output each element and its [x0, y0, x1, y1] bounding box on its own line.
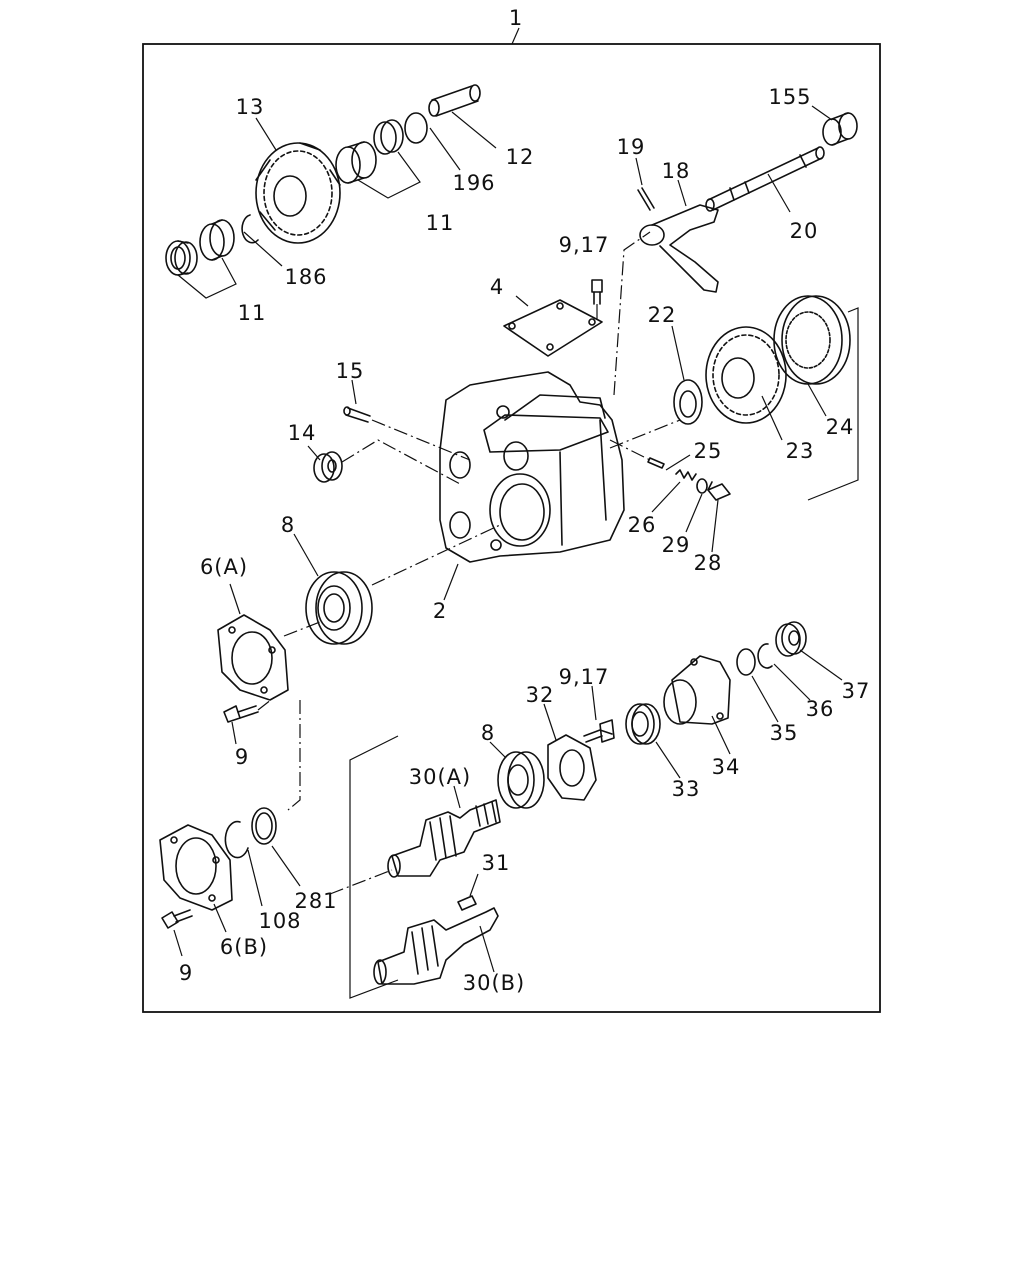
bearing-8-lower	[497, 751, 545, 809]
label-19: 19	[617, 135, 646, 159]
gear-23	[705, 326, 787, 424]
bearing-11-left	[165, 240, 198, 276]
key-31	[457, 895, 477, 911]
label-12: 12	[506, 145, 535, 169]
housing-34	[663, 655, 731, 725]
ring-281	[251, 807, 277, 845]
label-14: 14	[288, 421, 317, 445]
label-4: 4	[490, 275, 504, 299]
shift-fork-18	[639, 204, 719, 293]
flange-6a	[217, 614, 289, 701]
label-8-lower: 8	[481, 721, 495, 745]
label-2: 2	[433, 599, 447, 623]
label-281: 281	[294, 889, 337, 913]
pin-25	[647, 457, 665, 469]
bolt-9-left	[223, 695, 277, 723]
shaft-30b	[373, 907, 499, 985]
washer-22	[673, 379, 703, 425]
ring-196	[404, 112, 428, 144]
axis-6a	[283, 621, 321, 637]
shift-rod-20	[705, 146, 825, 212]
bolt-9-17-lower	[583, 719, 615, 743]
label-13: 13	[236, 95, 265, 119]
bearing-8-upper	[305, 571, 373, 645]
label-108: 108	[258, 909, 301, 933]
label-18: 18	[662, 159, 691, 183]
pin-19	[637, 187, 655, 211]
label-28: 28	[694, 551, 723, 575]
bushing-155	[822, 112, 858, 146]
bracket-lower	[349, 735, 399, 999]
snap-ring-186	[241, 214, 259, 244]
label-34: 34	[712, 755, 741, 779]
washer-29	[696, 478, 708, 494]
label-186: 186	[284, 265, 327, 289]
bolt-28	[707, 481, 731, 501]
housing-2	[439, 371, 625, 563]
snap-ring-108	[224, 820, 249, 859]
shaft-30a	[387, 799, 501, 878]
gear-13	[255, 142, 341, 244]
label-25: 25	[694, 439, 723, 463]
label-9-17-top: 9,17	[559, 233, 610, 257]
cover-plate-4	[503, 299, 603, 357]
label-26: 26	[628, 513, 657, 537]
label-24: 24	[826, 415, 855, 439]
label-15: 15	[336, 359, 365, 383]
label-9-lower: 9	[179, 961, 193, 985]
retainer-32	[547, 734, 597, 801]
axis-gears	[609, 419, 681, 449]
bracket-gear-assembly	[807, 307, 859, 501]
pin-15	[343, 406, 371, 423]
washer-14	[313, 451, 343, 483]
axis-6a-lower	[287, 700, 301, 811]
ring-left	[199, 219, 235, 261]
axis-25	[609, 439, 651, 461]
leader-lines	[173, 105, 843, 973]
label-36: 36	[806, 697, 835, 721]
assembly-frame	[142, 43, 881, 1013]
label-155: 155	[768, 85, 811, 109]
label-1: 1	[509, 6, 523, 30]
axis-fork	[613, 231, 651, 396]
label-22: 22	[648, 303, 677, 327]
label-8-upper: 8	[281, 513, 295, 537]
bracket-11-right	[357, 151, 421, 199]
seal-33	[625, 703, 661, 745]
bolt-9-17-top	[591, 279, 603, 320]
snap-ring-36	[757, 643, 773, 669]
label-23: 23	[786, 439, 815, 463]
label-30a: 30(A)	[409, 765, 471, 789]
label-6a: 6(A)	[200, 555, 248, 579]
label-9-left: 9	[235, 745, 249, 769]
bracket-11-left	[177, 257, 237, 299]
washer-35	[736, 648, 756, 676]
label-33: 33	[672, 777, 701, 801]
label-30b: 30(B)	[463, 971, 526, 995]
label-29: 29	[662, 533, 691, 557]
part-labels: 1 13 12 196 11 186 11 155 19 18 20 9,17 …	[179, 6, 871, 995]
flange-6b	[159, 824, 233, 911]
label-196: 196	[452, 171, 495, 195]
axis-bearing-8	[371, 524, 501, 586]
leader-1	[511, 27, 520, 45]
label-11-left: 11	[238, 301, 267, 325]
label-11-right: 11	[426, 211, 455, 235]
bearing-11-right	[335, 119, 404, 184]
label-32: 32	[526, 683, 555, 707]
spring-26	[675, 469, 697, 481]
label-9-17-lower: 9,17	[559, 665, 610, 689]
label-31: 31	[482, 851, 511, 875]
bolt-9-lower	[161, 909, 193, 929]
axis-shaft-30a	[329, 869, 393, 895]
label-37: 37	[842, 679, 871, 703]
axis-14	[341, 439, 463, 486]
label-20: 20	[790, 219, 819, 243]
nut-37	[775, 621, 807, 657]
pin-12	[428, 84, 481, 117]
label-35: 35	[770, 721, 799, 745]
label-6b: 6(B)	[220, 935, 268, 959]
axis-15	[371, 419, 471, 461]
